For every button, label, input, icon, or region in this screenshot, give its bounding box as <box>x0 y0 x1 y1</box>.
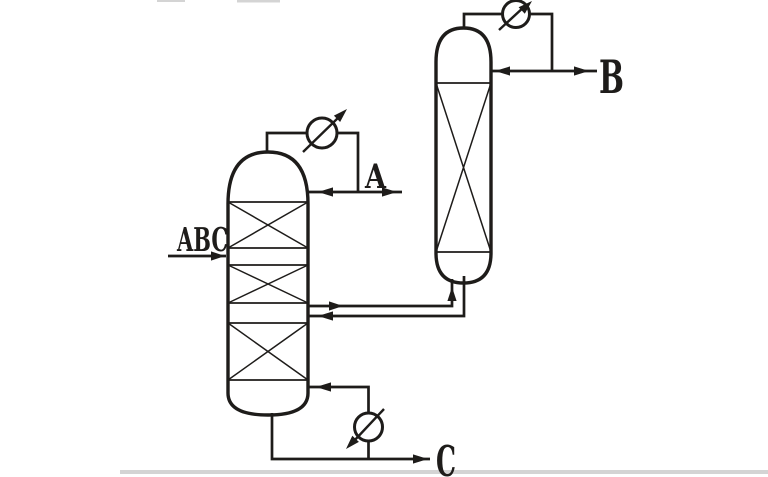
product-c-label: C <box>436 437 456 477</box>
product-c-arrowhead <box>413 454 428 464</box>
side-column-section-dividers <box>436 82 491 253</box>
main-overhead-line <box>265 131 360 192</box>
reflux-arrowhead <box>318 187 333 197</box>
product-b-arrowhead <box>574 66 589 76</box>
scan-artifact-top-right <box>237 0 280 3</box>
main-column-section-dividers <box>228 201 308 381</box>
main-column-packing-icon <box>227 201 309 381</box>
side-column <box>434 26 493 285</box>
reboiler-loop <box>308 382 370 459</box>
side-column-feed-arrowhead <box>447 287 457 301</box>
feed-label: ABC <box>176 220 228 259</box>
product-a-arrowhead <box>382 187 397 197</box>
scan-artifact-top-left <box>157 0 185 2</box>
scan-artifact-bottom-line <box>120 470 768 474</box>
reflux-arrowhead <box>495 66 510 76</box>
condenser-main <box>302 109 347 153</box>
heat-exchanger-icon <box>305 116 339 150</box>
feed-line <box>168 251 226 261</box>
heat-exchanger-icon <box>353 411 384 443</box>
feed-arrowhead <box>211 251 225 261</box>
product-a-label: A <box>364 157 386 197</box>
side-draw-arrowhead <box>329 301 343 311</box>
heat-flow-arrowhead <box>346 435 359 449</box>
side-overhead-line <box>462 12 554 71</box>
product-b-label: B <box>599 50 624 104</box>
condenser-side <box>498 0 532 31</box>
product-b-line <box>492 66 597 76</box>
reboiler-return-arrowhead <box>316 382 331 392</box>
heat-flow-arrowhead <box>518 1 532 14</box>
reboiler <box>346 408 385 449</box>
main-column <box>226 150 310 417</box>
side-draw-line <box>308 279 457 311</box>
heat-exchanger-icon <box>501 0 531 29</box>
product-c-line <box>270 413 430 464</box>
side-return-line <box>308 276 466 321</box>
heat-flow-arrowhead <box>333 109 347 122</box>
side-return-arrowhead <box>318 311 333 321</box>
product-a-line <box>308 187 402 197</box>
side-column-shell <box>434 26 493 285</box>
side-column-packing-icon <box>435 82 492 253</box>
main-column-shell <box>226 150 310 417</box>
